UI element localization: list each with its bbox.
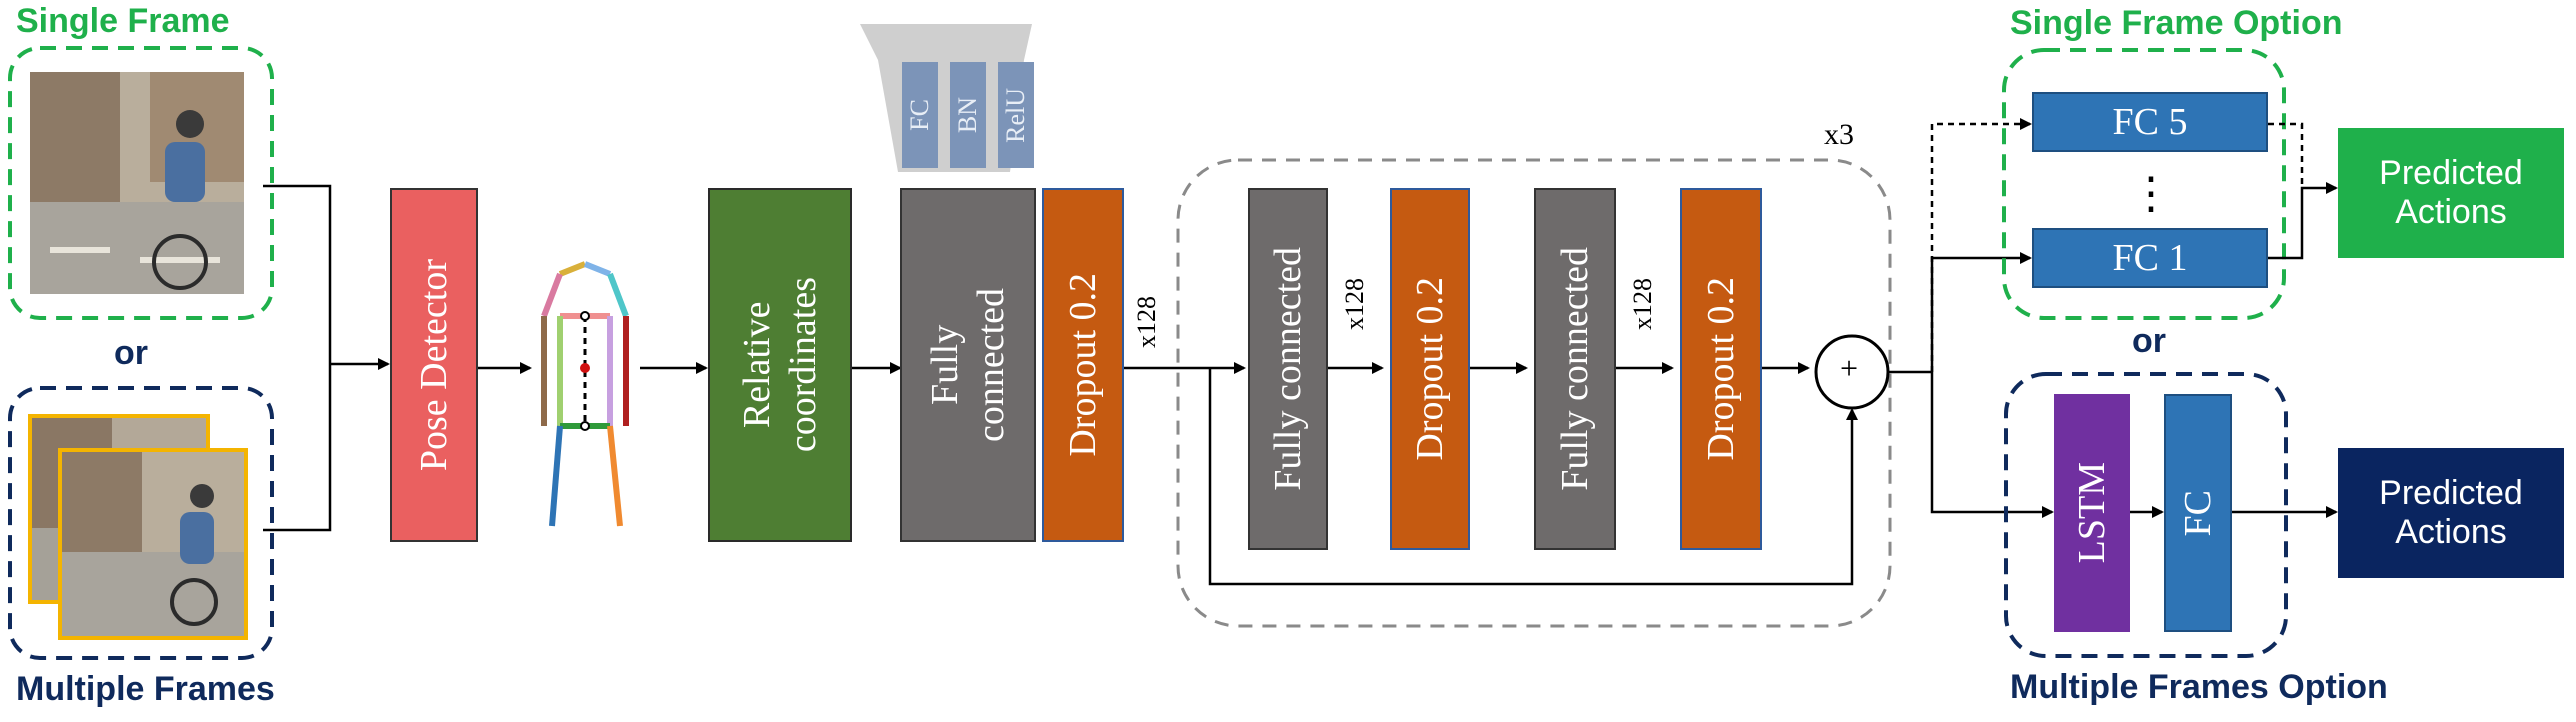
predicted-single-line1: Predicted (2379, 154, 2523, 192)
branch-to-fc1 (1930, 252, 2032, 372)
input-or-label: or (114, 334, 148, 372)
multi-fc-block: FC (2164, 394, 2232, 632)
lstm-label: LSTM (2071, 462, 2113, 564)
pose-detector-block: Pose Detector (390, 188, 478, 542)
fully-connected-line1: Fully (924, 324, 966, 406)
single-frame-option-label: Single Frame Option (2010, 4, 2343, 42)
fc-ellipsis: ⋮ (2129, 168, 2173, 218)
fc5-output-line (2268, 122, 2304, 188)
repeat-label: x3 (1824, 118, 1854, 151)
expand-fc-box: FC (902, 62, 938, 168)
single-frame-image (30, 72, 244, 294)
pose-detector-label: Pose Detector (413, 258, 455, 472)
multiple-frames-connector (263, 364, 332, 532)
fully-connected-line2: connected (970, 287, 1012, 443)
single-option-group (2002, 48, 2286, 320)
multiple-frames-label: Multiple Frames (16, 670, 275, 708)
fc1-output-line (2268, 182, 2338, 260)
skip-connection (1208, 368, 1858, 586)
residual-fc2-label: Fully connected (1554, 247, 1596, 491)
expand-relu-label: RelU (1001, 87, 1030, 143)
residual-fc1-label: Fully connected (1267, 247, 1309, 491)
output-or-label: or (2132, 322, 2166, 360)
expand-bn-label: BN (953, 96, 982, 134)
multiple-option-group (2004, 372, 2288, 658)
fc1-block: FC 1 (2032, 228, 2268, 288)
x128-label-b: x128 (1340, 278, 1369, 330)
predicted-multiple-line1: Predicted (2379, 474, 2523, 512)
dropout-first-label: Dropout 0.2 (1062, 273, 1104, 457)
x128-label-c: x128 (1628, 278, 1657, 330)
sum-symbol: + (1840, 350, 1859, 386)
predicted-multiple-line2: Actions (2395, 513, 2507, 551)
single-frame-group (8, 46, 274, 320)
skeleton-icon (541, 261, 629, 527)
expand-fc-label: FC (905, 99, 934, 131)
expand-bn-box: BN (950, 62, 986, 168)
predicted-actions-single: Predicted Actions (2338, 128, 2564, 258)
predicted-actions-multiple: Predicted Actions (2338, 448, 2564, 578)
predicted-single-line2: Actions (2395, 193, 2507, 231)
fc5-block: FC 5 (2032, 92, 2268, 152)
expand-relu-box: RelU (998, 62, 1034, 168)
dropout-block-first: Dropout 0.2 (1042, 188, 1124, 542)
residual-fc1-block: Fully connected (1248, 188, 1328, 550)
relative-coordinates-line1: Relative (736, 301, 778, 429)
relative-coordinates-block: Relative coordinates (708, 188, 852, 542)
fully-connected-label: Fully connected (922, 288, 1014, 442)
branch-to-lstm (1930, 372, 2054, 518)
multiple-frames-group (8, 386, 274, 660)
fully-connected-block: Fully connected (900, 188, 1036, 542)
street-scene-illustration (30, 72, 244, 294)
residual-dropout1-block: Dropout 0.2 (1390, 188, 1470, 550)
street-scene-front (62, 452, 244, 636)
residual-dropout2-block: Dropout 0.2 (1680, 188, 1762, 550)
single-frame-label: Single Frame (16, 2, 230, 40)
frame-front (58, 448, 248, 640)
x128-label-a: x128 (1132, 296, 1161, 348)
multiple-frames-option-label: Multiple Frames Option (2010, 668, 2388, 706)
relative-coordinates-label: Relative coordinates (734, 277, 826, 452)
residual-dropout2-label: Dropout 0.2 (1700, 277, 1742, 461)
relative-coordinates-line2: coordinates (782, 277, 824, 453)
residual-fc2-block: Fully connected (1534, 188, 1616, 550)
residual-block-outline (1176, 158, 1892, 628)
branch-to-fc5 (1930, 118, 2032, 372)
multi-fc-label: FC (2177, 489, 2219, 537)
lstm-block: LSTM (2054, 394, 2130, 632)
single-frame-connector (263, 184, 332, 364)
residual-dropout1-label: Dropout 0.2 (1409, 277, 1451, 461)
